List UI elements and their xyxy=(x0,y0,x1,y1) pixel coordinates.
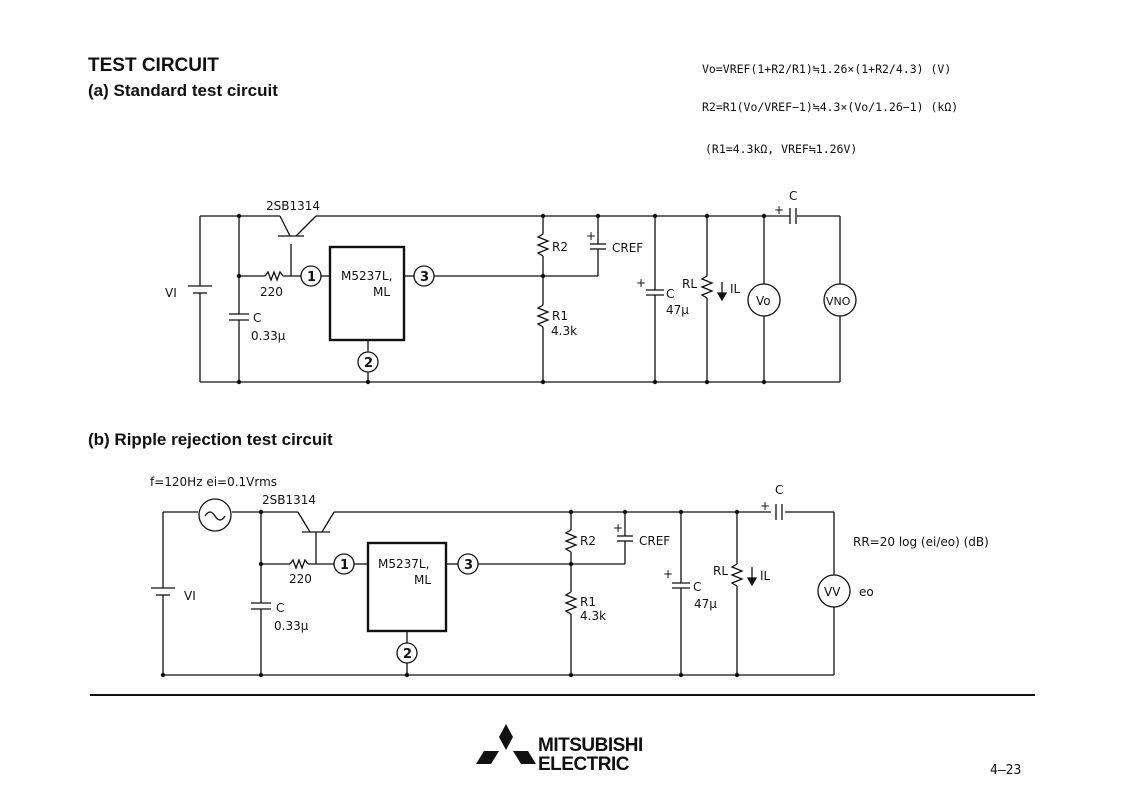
pin1-b: 1 xyxy=(340,558,349,573)
rl-label-b: RL xyxy=(713,564,728,578)
ic-box-b xyxy=(366,541,448,633)
vv-meter-label-b: VV xyxy=(824,585,841,599)
cref-plus-a: + xyxy=(586,229,596,243)
rl-label-a: RL xyxy=(682,277,697,291)
c-out-plus-b: + xyxy=(663,567,673,581)
c-out-value-a: 47μ xyxy=(666,303,689,317)
ic-name-b: M5237L, xyxy=(378,557,429,571)
c-out-plus-a: + xyxy=(636,276,646,290)
vno-meter-label-a: VNO xyxy=(826,295,851,308)
section-b-title: (b) Ripple rejection test circuit xyxy=(88,430,333,449)
formula-vo: Vo=VREF(1+R2/R1)≒1.26×(1+R2/4.3) (V) xyxy=(702,62,952,76)
c-out-label-b: C xyxy=(693,580,701,594)
c-out-value-b: 47μ xyxy=(694,597,717,611)
r1-value-b: 4.3k xyxy=(580,609,606,623)
mitsubishi-logo-icon xyxy=(476,724,536,764)
page-title: TEST CIRCUIT xyxy=(88,55,219,76)
r1-value-a: 4.3k xyxy=(551,324,577,338)
ic-box-a xyxy=(328,245,406,342)
r1-label-b: R1 xyxy=(580,595,596,609)
source-label-b: f=120Hz ei=0.1Vrms xyxy=(150,475,277,489)
c-series-plus-b: + xyxy=(760,499,770,513)
ic-name2-b: ML xyxy=(414,573,431,587)
r-in-label-a: 220 xyxy=(260,285,283,299)
pin1-a: 1 xyxy=(307,270,316,285)
transistor-label-b: 2SB1314 xyxy=(262,493,316,507)
vi-label-a: VI xyxy=(165,286,177,300)
formula-r2: R2=R1(Vo/VREF−1)≒4.3×(Vo/1.26−1) (kΩ) xyxy=(702,100,959,114)
eo-label-b: eo xyxy=(859,585,874,599)
brand-line2: ELECTRIC xyxy=(538,754,630,775)
cref-label-b: CREF xyxy=(639,534,670,548)
vi-label-b: VI xyxy=(184,589,196,603)
cref-plus-b: + xyxy=(613,521,623,535)
r2-label-a: R2 xyxy=(552,240,568,254)
formula-note: (R1=4.3kΩ, VREF≒1.26V) xyxy=(705,142,858,156)
ic-name-a: M5237L, xyxy=(341,269,392,283)
cref-label-a: CREF xyxy=(612,241,643,255)
rr-formula-b: RR=20 log (ei/eo) (dB) xyxy=(853,535,989,549)
il-label-a: IL xyxy=(730,282,741,296)
c-series-label-a: C xyxy=(789,189,797,203)
pin3-a: 3 xyxy=(420,270,429,285)
c-in-value-b: 0.33μ xyxy=(274,619,309,633)
c-series-label-b: C xyxy=(775,483,783,497)
transistor-label-a: 2SB1314 xyxy=(266,199,320,213)
c-series-plus-a: + xyxy=(774,203,784,217)
c-in-label-b: C xyxy=(276,601,284,615)
ic-name2-a: ML xyxy=(373,285,390,299)
brand-line1: MITSUBISHI xyxy=(538,735,643,756)
r-in-label-b: 220 xyxy=(289,572,312,586)
pin2-b: 2 xyxy=(403,647,412,662)
page-number: 4—23 xyxy=(990,763,1022,778)
c-out-label-a: C xyxy=(666,287,674,301)
c-in-value-a: 0.33μ xyxy=(251,329,286,343)
r1-label-a: R1 xyxy=(552,309,568,323)
pin2-a: 2 xyxy=(364,356,373,371)
c-in-label-a: C xyxy=(253,311,261,325)
pin3-b: 3 xyxy=(464,558,473,573)
r2-label-b: R2 xyxy=(580,534,596,548)
vo-meter-label-a: Vo xyxy=(756,294,771,308)
footer-divider xyxy=(90,694,1035,696)
section-a-title: (a) Standard test circuit xyxy=(88,81,278,100)
il-label-b: IL xyxy=(760,569,771,583)
